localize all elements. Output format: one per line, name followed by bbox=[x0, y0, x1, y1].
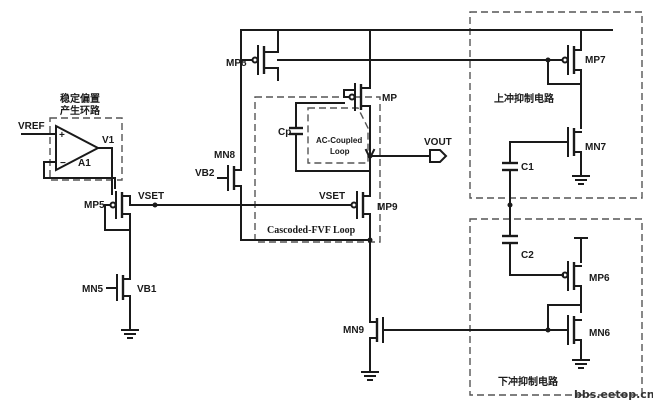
label-mp8: MP8 bbox=[226, 58, 247, 69]
mp9-transistor bbox=[350, 191, 371, 219]
label-mp5: MP5 bbox=[84, 200, 105, 211]
label-mn7: MN7 bbox=[585, 142, 607, 153]
label-c1: C1 bbox=[521, 162, 534, 173]
mp6-transistor bbox=[561, 261, 582, 291]
mp7-diode bbox=[547, 59, 582, 85]
label-stable-bias-1: 稳定偏置 bbox=[60, 92, 100, 105]
label-mp6: MP6 bbox=[589, 273, 610, 284]
mn9-transistor bbox=[369, 317, 384, 343]
ground-mn9 bbox=[361, 371, 379, 381]
mp7-transistor bbox=[561, 45, 582, 75]
cascoded-fvf-loop-box bbox=[254, 96, 381, 243]
label-cp: Cp bbox=[278, 127, 291, 138]
opamp-minus-sign: − bbox=[60, 158, 66, 169]
vout-port bbox=[429, 149, 448, 163]
label-vb2: VB2 bbox=[195, 168, 215, 179]
label-ac-loop-2: Loop bbox=[330, 147, 350, 156]
ground-mn7 bbox=[572, 175, 590, 185]
label-mp: MP bbox=[382, 93, 397, 104]
ground-mn6 bbox=[572, 359, 590, 369]
label-lower-clamp: 下冲抑制电路 bbox=[498, 375, 559, 388]
label-mn8: MN8 bbox=[214, 150, 236, 161]
label-a1: A1 bbox=[78, 158, 91, 169]
mp5-gate-loop bbox=[104, 204, 131, 231]
label-c2: C2 bbox=[521, 250, 534, 261]
ac-coupled-loop-box bbox=[307, 107, 369, 164]
mn8-transistor bbox=[217, 164, 242, 191]
label-upper-clamp: 上冲抑制电路 bbox=[494, 92, 555, 105]
lower-clamp-box bbox=[469, 218, 643, 396]
mp5-transistor bbox=[109, 191, 131, 219]
label-mp9: MP9 bbox=[377, 202, 398, 213]
mn7-transistor bbox=[567, 127, 582, 157]
label-mn5: MN5 bbox=[82, 284, 104, 295]
bias-loop-box bbox=[49, 117, 123, 181]
label-vout: VOUT bbox=[424, 137, 452, 148]
label-vb1: VB1 bbox=[137, 284, 157, 295]
label-ac-loop-1: AC-Coupled bbox=[316, 136, 362, 145]
mp8-transistor bbox=[240, 29, 279, 75]
label-vset-left: VSET bbox=[138, 191, 164, 202]
label-stable-bias-2: 产生环路 bbox=[60, 104, 101, 117]
label-cascoded-loop: Cascoded-FVF Loop bbox=[267, 225, 356, 236]
label-vset-right: VSET bbox=[319, 191, 345, 202]
watermark: bbs.eetop.cn bbox=[574, 388, 653, 401]
label-mn9: MN9 bbox=[343, 325, 365, 336]
label-mn6: MN6 bbox=[589, 328, 611, 339]
opamp-plus-sign: + bbox=[59, 130, 65, 141]
upper-clamp-box bbox=[469, 11, 643, 199]
opamp-a1 bbox=[55, 124, 101, 172]
mn6-transistor bbox=[567, 315, 582, 345]
mp-transistor bbox=[343, 81, 371, 111]
mn5-transistor bbox=[106, 271, 131, 301]
mn6-diode bbox=[547, 304, 582, 331]
a1-feedback-path bbox=[43, 161, 116, 189]
label-mp7: MP7 bbox=[585, 55, 606, 66]
ground-mn5 bbox=[121, 329, 139, 339]
label-vref: VREF bbox=[18, 121, 45, 132]
label-v1: V1 bbox=[102, 135, 115, 146]
